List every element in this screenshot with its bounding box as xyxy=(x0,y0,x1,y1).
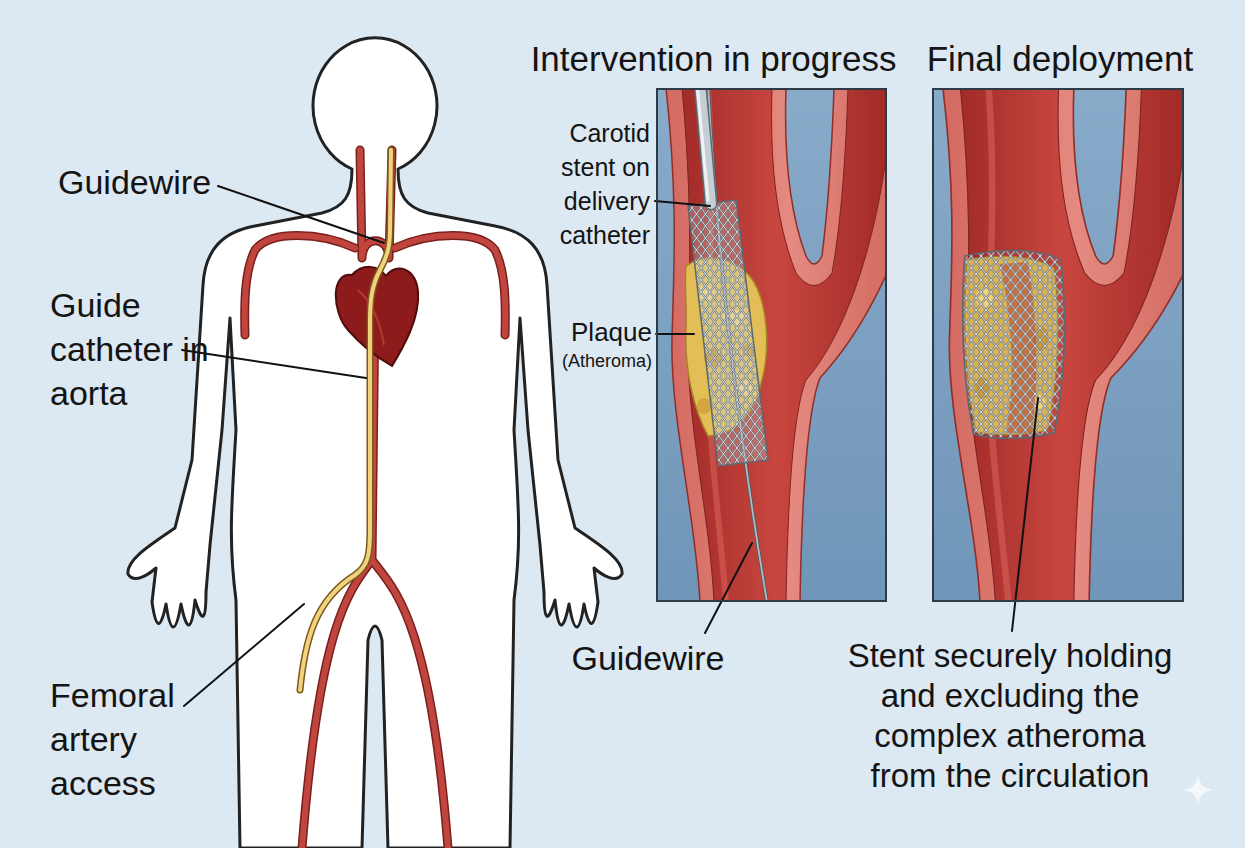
part-label: Guide catheter in aorta xyxy=(50,283,225,416)
artery-outline xyxy=(245,150,506,848)
part-label: Femoral artery access xyxy=(50,673,210,806)
stent xyxy=(963,250,1065,438)
sparkle-mark xyxy=(1184,776,1212,804)
carotid-artery xyxy=(666,88,887,602)
stent xyxy=(688,200,768,466)
part-label: Carotid stent on delivery catheter xyxy=(545,116,650,252)
artery-tree xyxy=(245,150,506,848)
delivery-catheter xyxy=(697,88,711,204)
part-label-note: (Atheroma) xyxy=(562,350,652,373)
figure-panel: Final deployment xyxy=(932,88,1184,602)
leader-line xyxy=(182,350,366,378)
carotid-artery xyxy=(943,88,1184,602)
body-figure xyxy=(128,38,622,848)
panel-heading: Final deployment xyxy=(927,38,1194,80)
leader-line xyxy=(218,186,384,243)
leader-line xyxy=(184,604,304,706)
part-label: Plaque xyxy=(571,316,652,350)
part-label: Guidewire xyxy=(58,160,211,204)
leader-lines xyxy=(182,186,1038,706)
body-outline xyxy=(128,38,622,848)
leader-line xyxy=(656,333,694,335)
panel-illustration xyxy=(656,83,916,608)
leader-line xyxy=(655,201,710,206)
stent-shade xyxy=(688,200,768,466)
result-label: Stent securely holding and excluding the… xyxy=(840,636,1180,796)
leader-line xyxy=(1012,398,1038,631)
leader-line xyxy=(705,543,752,633)
artery xyxy=(245,150,506,848)
panel-heading: Intervention in progress xyxy=(531,38,897,80)
guidewire xyxy=(300,150,391,690)
figure-panel: Intervention in progress xyxy=(656,88,887,602)
panel-illustration xyxy=(932,88,1216,602)
part-label: Guidewire xyxy=(571,636,724,680)
